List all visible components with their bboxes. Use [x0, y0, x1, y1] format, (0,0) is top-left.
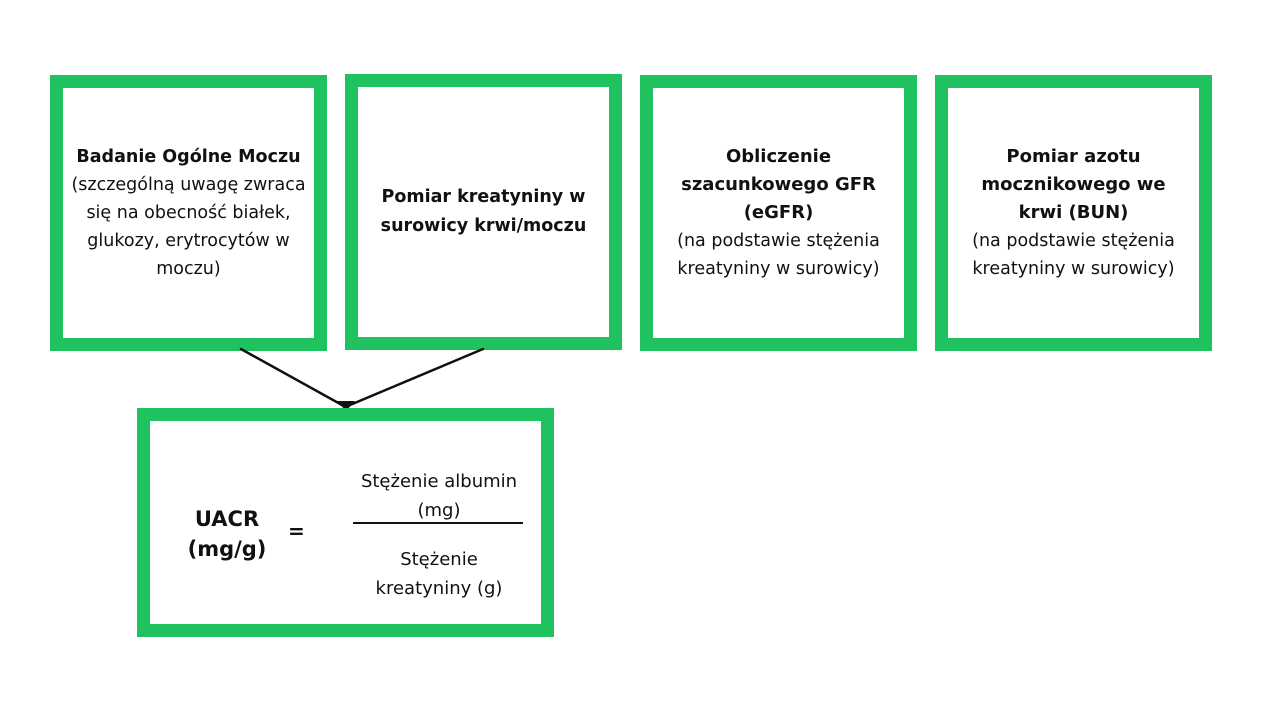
formula-lhs: UACR (mg/g) — [167, 504, 287, 564]
box-egfr: Obliczenie szacunkowego GFR (eGFR) (na p… — [640, 75, 917, 351]
box-urinalysis-title: Badanie Ogólne Moczu — [76, 147, 301, 167]
arrow-urinalysis-to-formula — [239, 347, 344, 407]
box-urinalysis-description: (szczególną uwagę zwraca się na obecność… — [71, 175, 306, 279]
formula-numerator: Stężenie albumin (mg) — [360, 471, 518, 521]
box-bun: Pomiar azotu mocznikowego we krwi (BUN) … — [935, 75, 1212, 351]
box-urinalysis: Badanie Ogólne Moczu (szczególną uwagę z… — [50, 75, 327, 351]
box-creatinine: Pomiar kreatyniny w surowicy krwi/moczu — [345, 74, 622, 350]
box-bun-title: Pomiar azotu mocznikowego we krwi (BUN) — [981, 146, 1166, 223]
fraction-bar — [353, 522, 523, 524]
box-bun-description: (na podstawie stężenia kreatyniny w suro… — [972, 231, 1175, 279]
formula-lhs-unit: (mg/g) — [187, 537, 267, 561]
arrowhead-icon — [337, 401, 355, 411]
formula-equals-sign: = — [288, 519, 305, 543]
box-egfr-title: Obliczenie szacunkowego GFR (eGFR) — [681, 146, 876, 223]
formula-lhs-name: UACR — [194, 507, 260, 531]
formula-box: UACR (mg/g) = Stężenie albumin (mg) Stęż… — [137, 408, 554, 637]
box-creatinine-title: Pomiar kreatyniny w surowicy krwi/moczu — [380, 187, 587, 236]
formula-denominator: Stężenie kreatyniny (g) — [375, 549, 503, 599]
box-egfr-description: (na podstawie stężenia kreatyniny w suro… — [677, 231, 880, 279]
arrow-creatinine-to-formula — [348, 347, 485, 407]
